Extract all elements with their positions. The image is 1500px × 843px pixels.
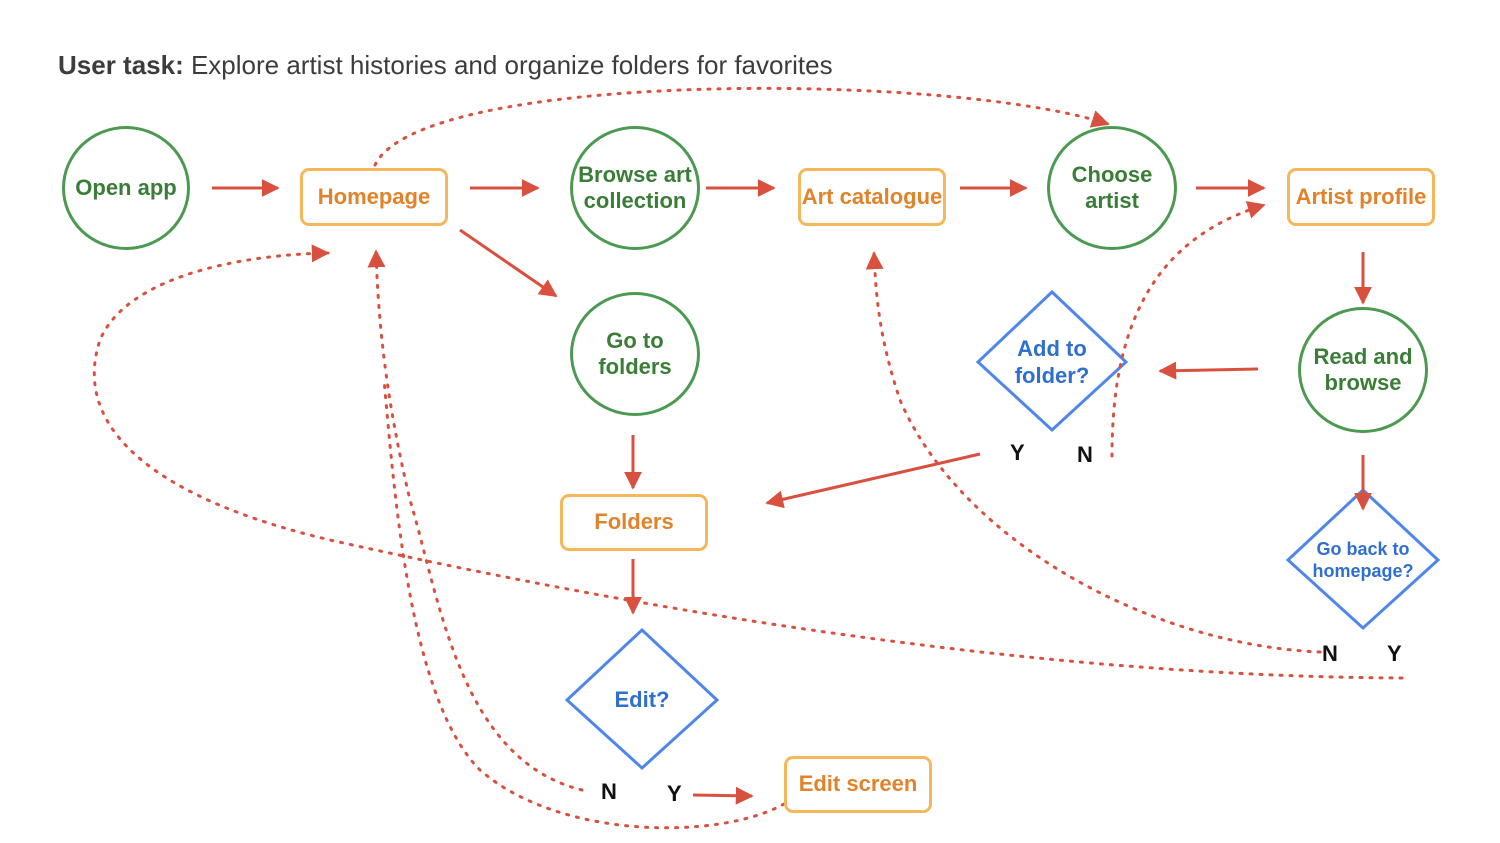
- edit-screen-label: Edit screen: [798, 771, 918, 797]
- add-to-folder-diamond: [975, 289, 1129, 433]
- title-lead: User task:: [58, 50, 184, 80]
- edit-no-label: N: [601, 779, 617, 804]
- edit-screen-node: Edit screen: [784, 756, 932, 813]
- open-app-node: Open app: [62, 126, 190, 250]
- go-back-yes-label: Y: [1387, 641, 1402, 666]
- homepage-label: Homepage: [317, 183, 431, 209]
- go-to-folders-label: Go to folders: [598, 327, 672, 379]
- artist-profile-node: Artist profile: [1287, 168, 1435, 226]
- arrow-edit-yes-to-edit-screen: [692, 786, 754, 805]
- read-browse-node: Read and browse: [1298, 307, 1428, 433]
- dotted-edit-screen-to-homepage: [382, 378, 786, 830]
- add-to-folder-label: Add to folder?: [1014, 335, 1090, 389]
- edit-diamond: [564, 627, 720, 771]
- edit-yes-label: Y: [667, 781, 682, 806]
- folders-node: Folders: [560, 494, 708, 551]
- go-back-homepage-diamond: [1285, 487, 1441, 631]
- dotted-edit-no-to-homepage: [367, 249, 584, 792]
- homepage-node: Homepage: [300, 168, 448, 226]
- arrow-read-browse-to-add-folder: [1158, 361, 1259, 380]
- go-back-no-label: N: [1322, 641, 1338, 666]
- read-browse-label: Read and browse: [1313, 343, 1413, 395]
- artist-profile-label: Artist profile: [1295, 183, 1427, 209]
- add-folder-yes-label: Y: [1010, 440, 1025, 465]
- dotted-go-back-no-to-catalogue: [865, 251, 1322, 654]
- title-text: Explore artist histories and organize fo…: [183, 50, 833, 80]
- edit-label: Edit?: [614, 687, 670, 713]
- folders-label: Folders: [594, 509, 674, 535]
- art-catalogue-node: Art catalogue: [798, 168, 946, 226]
- add-folder-no-label: N: [1077, 442, 1093, 467]
- dotted-go-back-yes-to-homepage: [92, 244, 1404, 680]
- arrow-add-folder-yes-to-folders: [765, 452, 981, 509]
- browse-art-label: Browse art collection: [578, 161, 692, 213]
- choose-artist-node: Choose artist: [1047, 126, 1177, 250]
- arrow-homepage-to-go-to-folders: [459, 228, 558, 298]
- choose-artist-label: Choose artist: [1071, 161, 1153, 213]
- go-back-homepage-label: Go back to homepage?: [1312, 538, 1414, 582]
- go-to-folders-node: Go to folders: [570, 292, 700, 416]
- open-app-label: Open app: [75, 174, 177, 200]
- page-title: User task: Explore artist histories and …: [58, 50, 833, 81]
- browse-art-node: Browse art collection: [570, 126, 700, 250]
- art-catalogue-label: Art catalogue: [801, 183, 943, 209]
- dotted-homepage-to-choose-artist: [373, 86, 1110, 167]
